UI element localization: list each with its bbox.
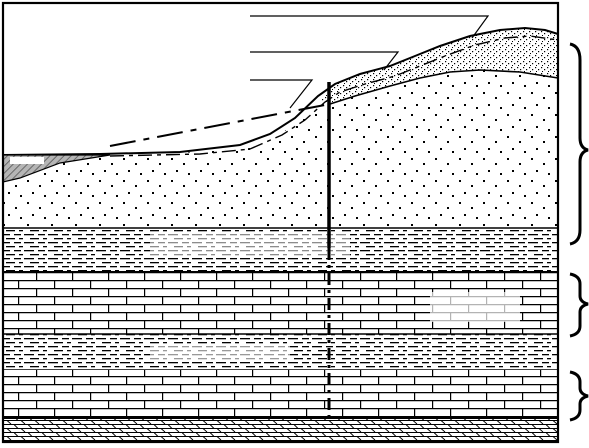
water-label-blank: [10, 157, 44, 164]
layer-basal-bed-pattern: [3, 418, 558, 442]
brace-upper-aquifer: [570, 44, 588, 244]
brace-middle-aquifer: [570, 274, 588, 336]
clay-band-2-gap: [150, 346, 290, 360]
limestone-1-gap: [430, 292, 520, 322]
brace-lower-aquifer: [570, 372, 588, 420]
clay-band-1-gap: [150, 234, 350, 256]
layer-limestone-2-pattern: [3, 370, 558, 418]
